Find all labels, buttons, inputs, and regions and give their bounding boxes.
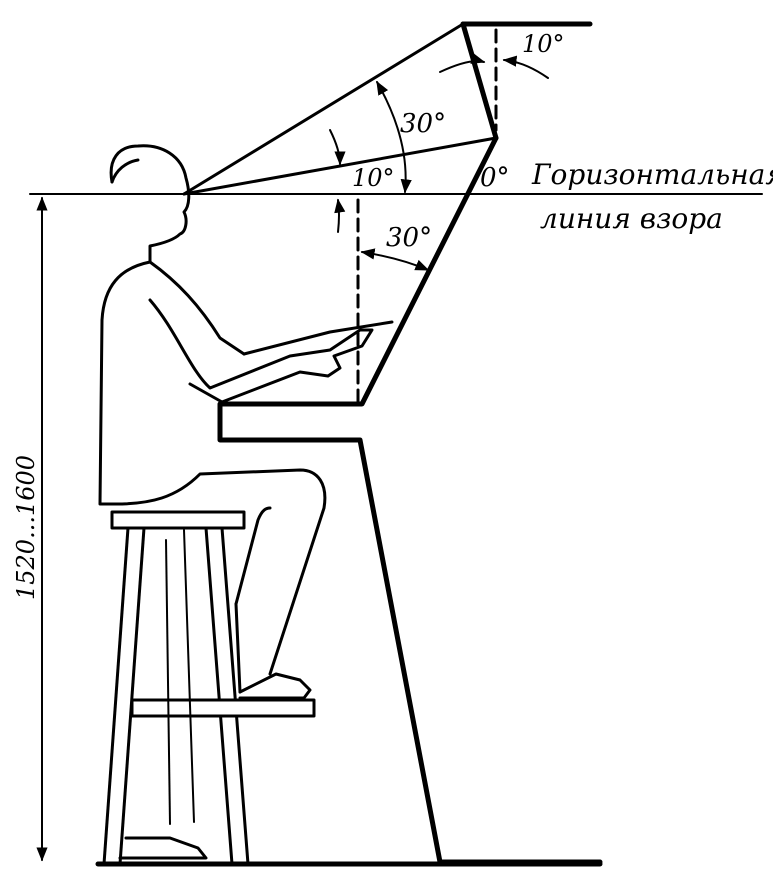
angle-arcs	[329, 53, 549, 271]
label-horizontal-line-2: линия взора	[540, 202, 723, 235]
label-zero: 0°	[480, 163, 510, 193]
control-console	[217, 21, 603, 865]
label-angle-panel: 30°	[386, 223, 432, 253]
label-angle-below: 10°	[352, 164, 395, 192]
visual-field	[182, 22, 498, 196]
label-angle-top: 10°	[522, 30, 565, 58]
operator-figure	[98, 144, 394, 860]
label-horizontal-line-1: Горизонтальная	[531, 158, 773, 191]
stool	[102, 510, 316, 866]
label-height: 1520...1600	[12, 455, 40, 600]
label-angle-view: 30°	[400, 109, 446, 139]
